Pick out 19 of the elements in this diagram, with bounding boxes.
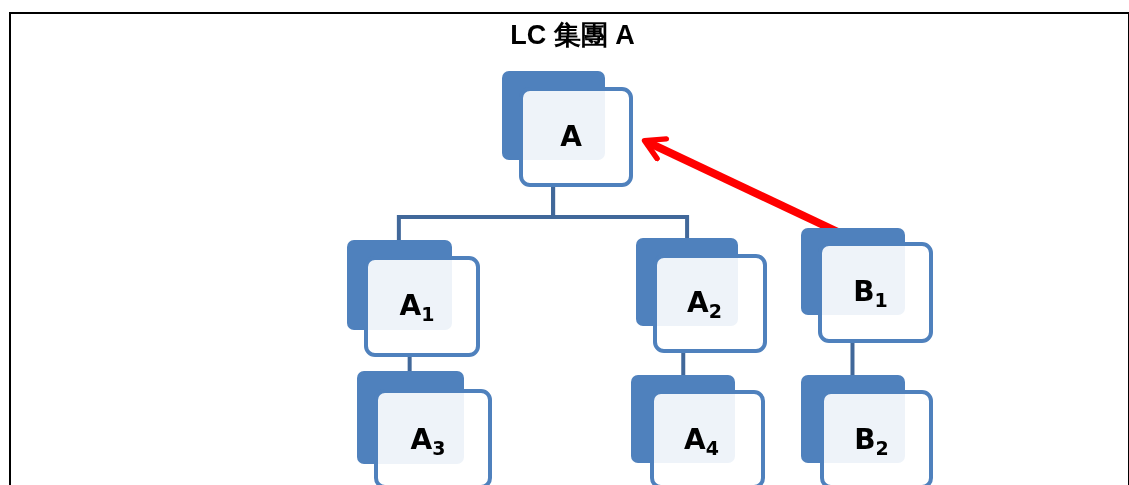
box-label: B$_{2}$: [854, 422, 889, 455]
box-label: B$_{1}$: [853, 274, 888, 307]
box-label: A: [560, 119, 582, 152]
connector-line: [681, 353, 686, 375]
title: LC 集團 A: [509, 19, 636, 52]
box-label: A$_{3}$: [410, 422, 446, 455]
connector-line: [407, 357, 412, 371]
org-box: [357, 371, 492, 485]
org-box: [631, 375, 765, 485]
org-box: [636, 238, 767, 353]
connector-line: [850, 343, 855, 375]
box-label: A$_{4}$: [684, 422, 719, 455]
org-box: [347, 240, 480, 357]
box-label: A$_{1}$: [399, 288, 435, 322]
connector-line: [551, 187, 690, 238]
org-box: [801, 228, 933, 343]
box-label: A$_{2}$: [687, 285, 722, 319]
org-box: [801, 375, 933, 485]
org-box: [502, 71, 633, 187]
